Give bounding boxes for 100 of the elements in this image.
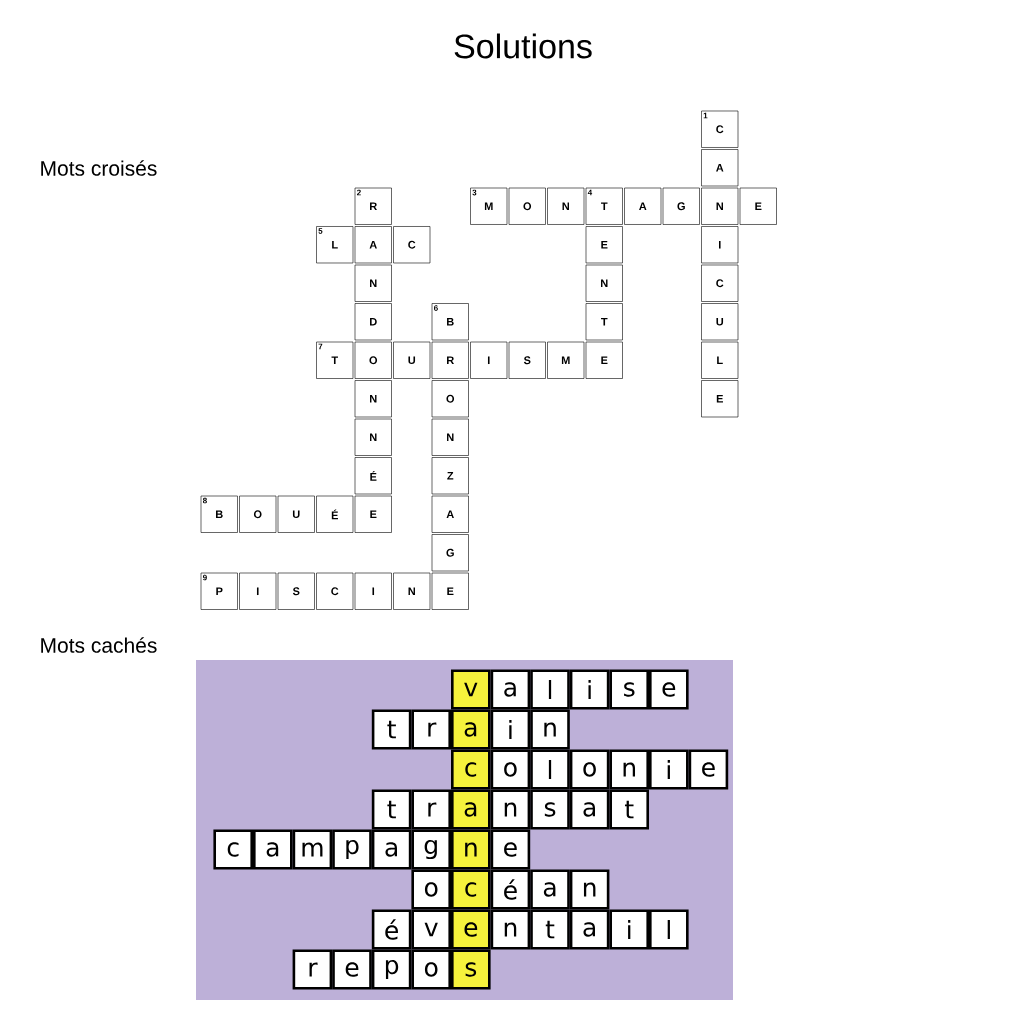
highlighted-tile: a (451, 789, 491, 830)
clue-number: 6 (434, 305, 438, 311)
letter-tile: l (649, 909, 689, 950)
letter-tile: o (411, 949, 451, 990)
crossword-cell: I (701, 226, 739, 264)
crossword-cell: Z (431, 457, 469, 495)
crossword-cell: E (585, 341, 623, 379)
letter-tile: o (411, 869, 451, 910)
crossword-cell: M (547, 341, 585, 379)
highlighted-tile: a (451, 709, 491, 750)
clue-number: 4 (587, 189, 593, 196)
crossword-cell: E (354, 495, 392, 533)
crossword-cell: I (354, 572, 392, 610)
crossword-cell: C (393, 226, 431, 264)
crossword-cell: É (354, 457, 392, 495)
crossword-cell: O (431, 380, 469, 418)
highlighted-tile: n (451, 829, 491, 870)
letter-tile: a (569, 789, 610, 830)
clue-number: 7 (318, 343, 323, 350)
letter-tile: e (649, 669, 689, 710)
letter-tile: v (411, 909, 451, 950)
crossword-cell: A (354, 226, 392, 264)
crossword-cell: A (701, 149, 739, 187)
letter-tile: i (569, 669, 610, 710)
letter-tile: a (569, 909, 610, 950)
letter-tile: i (490, 709, 531, 750)
highlighted-tile: e (451, 909, 491, 950)
letter-tile: p (332, 829, 372, 870)
letter-tile: o (569, 749, 610, 790)
letter-tile: a (490, 669, 531, 710)
highlighted-tile: c (451, 749, 491, 790)
crossword-cell: E (585, 226, 623, 264)
letter-tile: g (411, 829, 451, 870)
letter-tile: t (371, 789, 412, 830)
crossword-cell: I (239, 572, 277, 610)
letter-tile: t (609, 789, 649, 830)
letter-tile: t (530, 909, 570, 950)
clue-number: 9 (203, 574, 207, 581)
letter-tile: l (530, 749, 570, 790)
letter-tile: a (253, 829, 293, 870)
crossword-cell: U (393, 341, 431, 379)
crossword-cell: T (585, 303, 623, 341)
crossword-cell: N (354, 264, 392, 302)
crossword-cell: É (316, 495, 354, 533)
crossword-cell: N (431, 418, 469, 456)
letter-tile: e (332, 949, 372, 990)
letter-tile: i (609, 909, 649, 950)
crossword-cell: G (662, 187, 700, 225)
letter-tile: é (490, 869, 531, 910)
letter-tile: s (530, 789, 570, 830)
crossword-cell: O (508, 187, 546, 225)
crossword-cell: A (431, 495, 469, 533)
crossword-cell: L (701, 341, 739, 379)
clue-number: 3 (472, 189, 477, 196)
crossword-cell: O (239, 495, 277, 533)
crossword-cell: U (701, 303, 739, 341)
letter-tile: p (371, 949, 412, 990)
letter-tile: é (371, 909, 412, 950)
letter-tile: o (490, 749, 531, 790)
section-heading: Mots croisés (41, 160, 157, 176)
crossword-cell: D (354, 303, 392, 341)
crossword-cell: R (431, 341, 469, 379)
crossword-cell: N (585, 264, 623, 302)
letter-tile: r (411, 789, 451, 830)
crossword-cell: A (624, 187, 662, 225)
clue-number: 1 (703, 112, 708, 119)
letter-tile: n (609, 749, 649, 790)
crossword-cell: G (431, 534, 469, 572)
letter-tile: s (609, 669, 649, 710)
crossword-cell: U (277, 495, 315, 533)
crossword-cell: E (701, 380, 739, 418)
letter-tile: n (490, 789, 531, 830)
crossword-cell: E (431, 572, 469, 610)
crossword-cell: S (508, 341, 546, 379)
highlighted-tile: v (451, 669, 491, 710)
letter-tile: n (530, 709, 570, 750)
letter-tile: m (292, 829, 333, 870)
crossword-cell: N (354, 380, 392, 418)
crossword-cell: C (316, 572, 354, 610)
letter-tile: t (371, 709, 412, 750)
crossword-cell: N (354, 418, 392, 456)
highlighted-tile: s (451, 949, 491, 990)
crossword-cell: C (701, 264, 739, 302)
crossword-cell: O (354, 341, 392, 379)
letter-tile: c (213, 829, 253, 870)
letter-tile: n (569, 869, 610, 910)
crossword-cell: I (470, 341, 508, 379)
crossword-cell: N (701, 187, 739, 225)
letter-tile: l (530, 669, 570, 710)
clue-number: 5 (318, 228, 323, 234)
crossword-cell: E (739, 187, 777, 225)
letter-tile: r (292, 949, 333, 990)
section-heading: Mots cachés (41, 637, 157, 653)
letter-tile: n (490, 909, 531, 950)
letter-tile: e (490, 829, 531, 870)
letter-tile: e (688, 749, 729, 790)
crossword-cell: N (393, 572, 431, 610)
clue-number: 2 (357, 189, 361, 196)
crossword-cell: S (277, 572, 315, 610)
letter-tile: i (649, 749, 689, 790)
